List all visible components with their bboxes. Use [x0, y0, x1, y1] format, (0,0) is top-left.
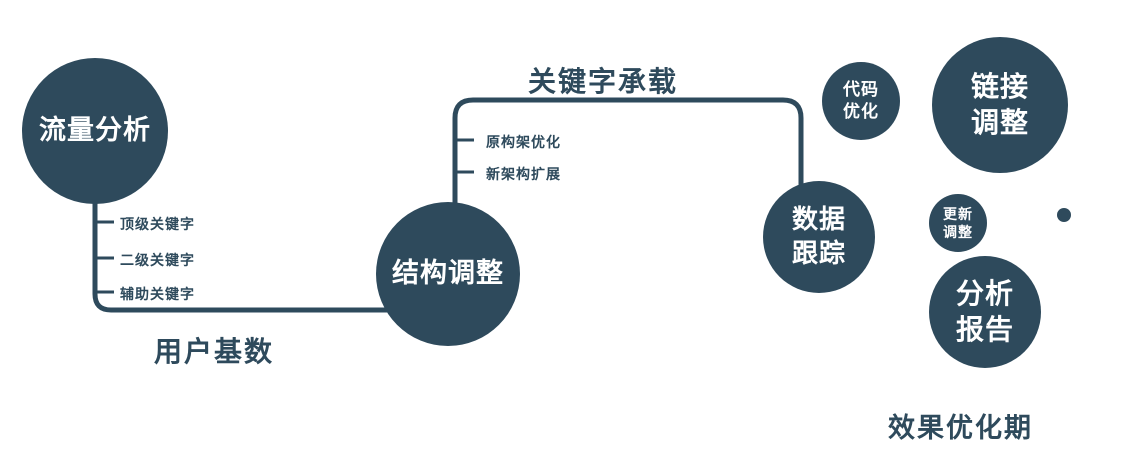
connector-traffic-to-structure: [92, 150, 405, 313]
node-analysis-report: 分析 报告: [929, 256, 1041, 368]
node-link-adjustment: 链接 调整: [932, 37, 1068, 173]
branch-label-second-keyword: 二级关键字: [120, 252, 195, 268]
node-structure-adjustment: 结构调整: [376, 202, 520, 346]
branch-label-top-keyword: 顶级关键字: [120, 216, 195, 232]
edge-label-keyword-carrying: 关键字承载: [528, 66, 679, 97]
node-link-adjustment-line1: 链接: [970, 70, 1029, 102]
caption-effect-optimization-period: 效果优化期: [888, 413, 1033, 443]
branch-label-framework-expand: 新架构扩展: [486, 166, 561, 182]
node-analysis-report-line2: 报告: [955, 314, 1014, 345]
edge-label-user-base: 用户基数: [154, 336, 275, 367]
node-traffic-analysis-label: 流量分析: [39, 115, 151, 146]
node-data-tracking: 数据 跟踪: [763, 181, 875, 293]
node-traffic-analysis: 流量分析: [22, 58, 168, 204]
node-code-optimization-line1: 代码: [843, 79, 879, 99]
node-update-adjustment-line2: 调整: [943, 224, 973, 240]
node-link-adjustment-line2: 调整: [970, 107, 1029, 138]
connector-structure-to-tracking: [452, 97, 804, 250]
node-data-tracking-line1: 数据: [791, 204, 846, 235]
branch-label-framework-optimize: 原构架优化: [486, 134, 561, 150]
node-code-optimization: 代码 优化: [822, 62, 900, 140]
node-analysis-report-line1: 分析: [955, 277, 1014, 309]
small-dot-marker: [1057, 208, 1071, 222]
branch-label-aux-keyword: 辅助关键字: [120, 286, 195, 302]
node-update-adjustment: 更新 调整: [929, 194, 987, 252]
node-data-tracking-line2: 跟踪: [791, 238, 846, 268]
node-update-adjustment-line1: 更新: [943, 205, 973, 222]
node-code-optimization-line2: 优化: [843, 102, 879, 121]
node-structure-adjustment-label: 结构调整: [392, 258, 504, 289]
